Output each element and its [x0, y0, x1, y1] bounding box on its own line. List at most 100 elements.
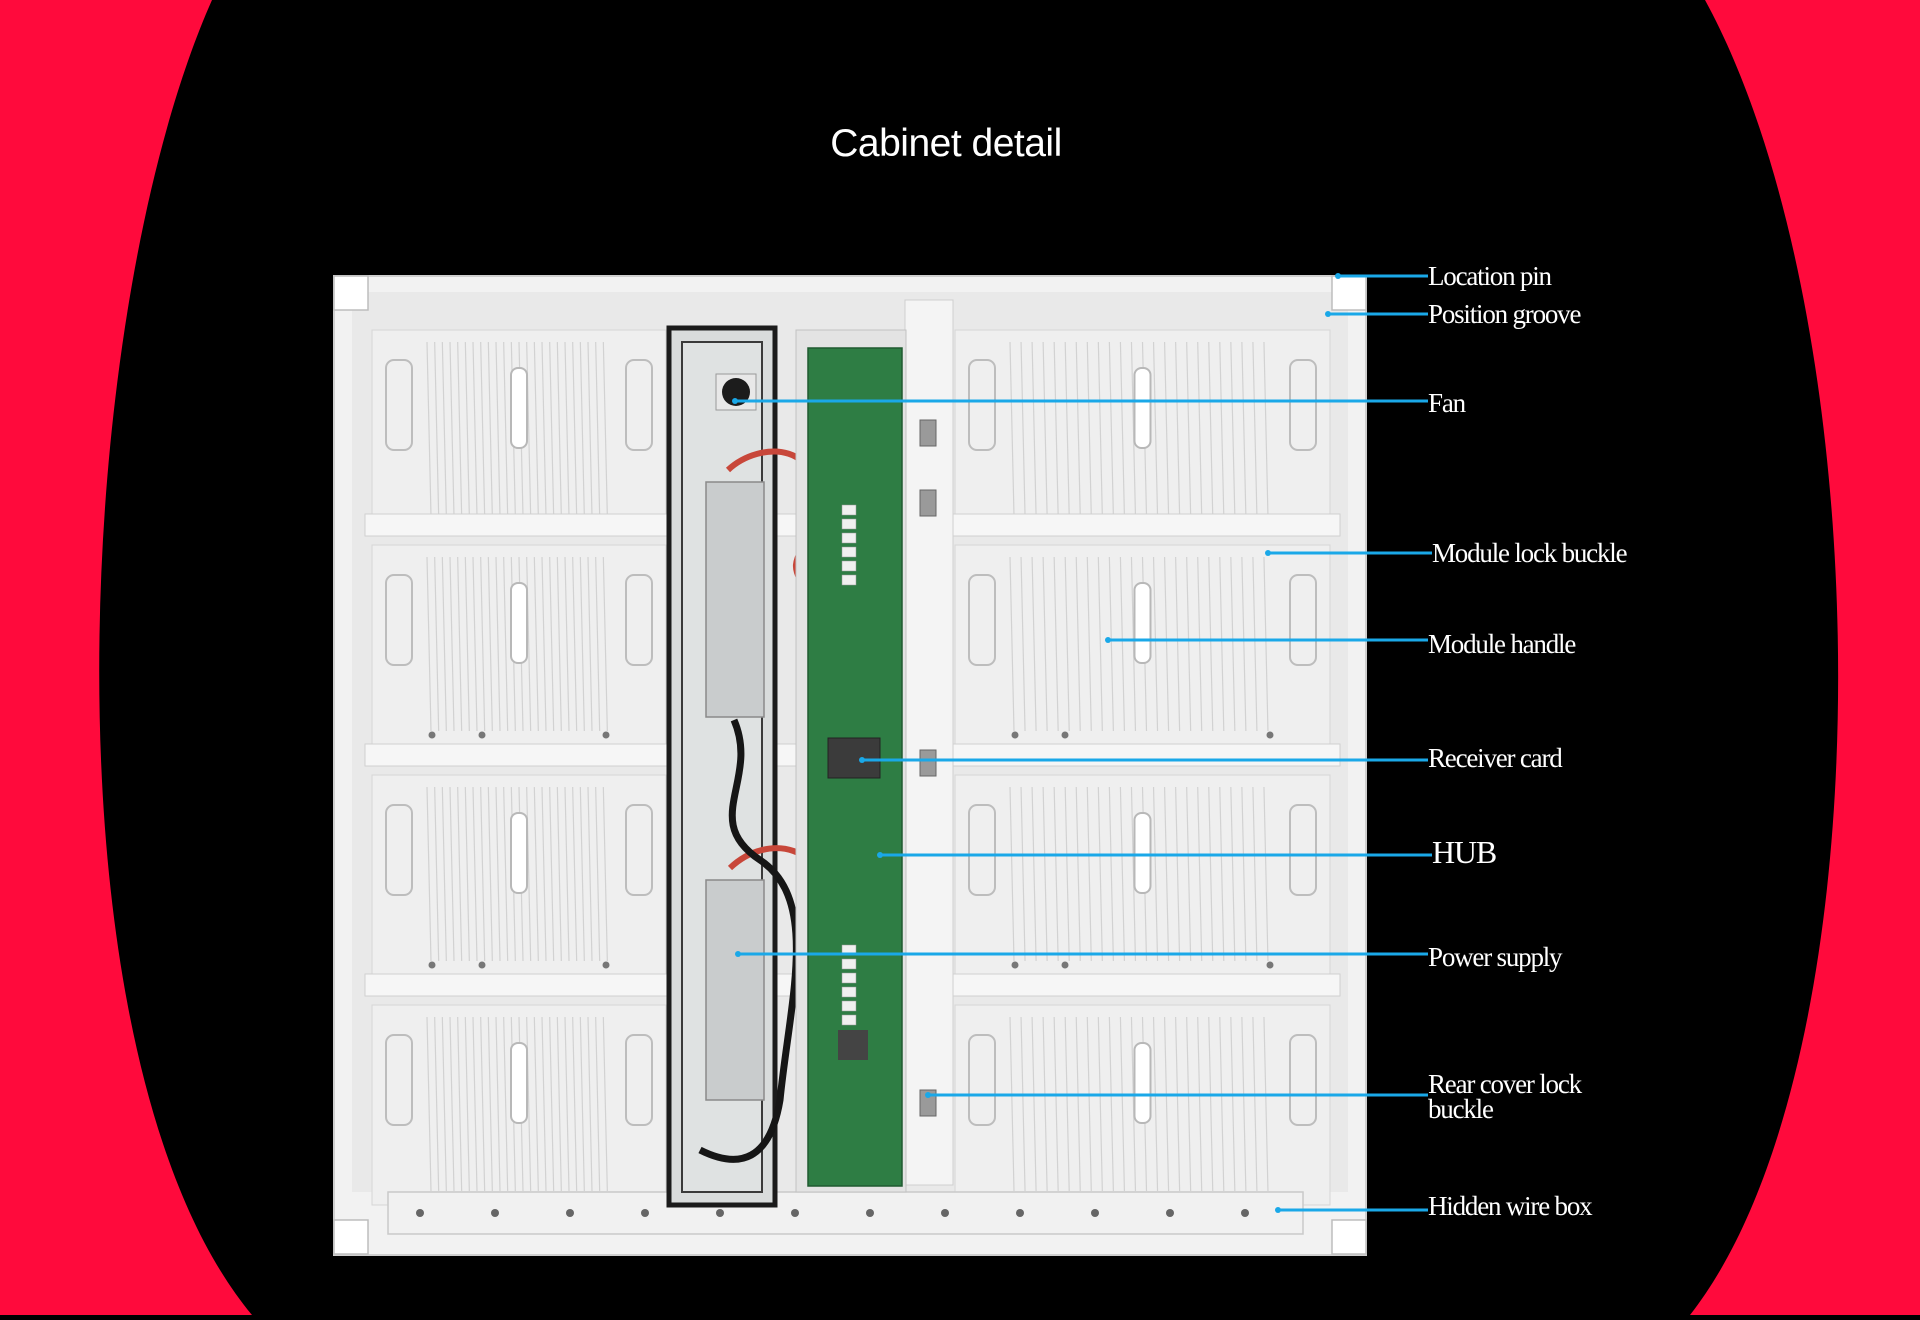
callout-label-power-supply: Power supply	[1428, 942, 1563, 972]
module-rib	[434, 1016, 440, 1192]
module-rib	[1152, 341, 1159, 517]
module-rib	[503, 341, 509, 517]
module-rib	[1219, 1016, 1225, 1192]
module-rib	[449, 786, 455, 962]
module-rib	[556, 1016, 562, 1192]
module-rib	[441, 1016, 447, 1192]
red-arc-right	[1690, 0, 1920, 1315]
module-rib	[1197, 1016, 1203, 1192]
callout-label-module-handle: Module handle	[1428, 629, 1576, 659]
module-rib	[1263, 786, 1269, 962]
module-rib	[1009, 786, 1015, 962]
module-rib	[1152, 786, 1159, 962]
module-rib	[1208, 341, 1214, 517]
module-rib	[495, 1016, 501, 1192]
module-rib	[1252, 786, 1258, 962]
module-side-slot	[385, 1034, 413, 1126]
module-rib	[449, 556, 455, 732]
leader-dot	[1275, 1207, 1281, 1213]
module-rib	[449, 341, 455, 517]
page-title: Cabinet detail	[830, 122, 1062, 165]
module-rib	[1031, 1016, 1037, 1192]
module-rib	[457, 786, 463, 962]
module-handle	[510, 367, 528, 449]
module-side-slot	[385, 574, 413, 666]
module-rib	[1175, 341, 1181, 517]
module-bay	[371, 544, 667, 746]
module-rib	[1119, 556, 1126, 732]
screw	[602, 731, 610, 739]
pcb-connector	[841, 504, 857, 516]
rear-cover-lock-buckle	[919, 489, 937, 517]
pcb-connector	[841, 1000, 857, 1012]
module-rib	[602, 341, 608, 517]
module-side-slot	[968, 1034, 996, 1126]
module-rib	[1053, 341, 1059, 517]
module-rib	[526, 786, 532, 962]
corner-bracket	[1331, 275, 1367, 311]
wire-box-hole	[1016, 1209, 1024, 1217]
module-rib	[426, 1016, 432, 1192]
callout-label-location-pin: Location pin	[1428, 261, 1552, 291]
module-rib	[487, 786, 493, 962]
module-rib	[503, 556, 509, 732]
leader-dot	[1335, 273, 1341, 279]
module-side-slot	[385, 359, 413, 451]
module-rib	[1152, 1016, 1159, 1192]
module-rib	[472, 556, 478, 732]
module-handle	[1133, 812, 1152, 894]
module-rib	[1031, 786, 1037, 962]
module-rib	[1230, 341, 1236, 517]
module-rib	[449, 1016, 455, 1192]
module-side-slot	[625, 359, 653, 451]
module-rib	[1020, 341, 1026, 517]
module-bay	[371, 774, 667, 976]
leader-dot	[925, 1092, 931, 1098]
module-rib	[1053, 556, 1059, 732]
module-side-slot	[625, 804, 653, 896]
module-rib	[1075, 556, 1081, 732]
module-rib	[587, 341, 593, 517]
module-rib	[1163, 1016, 1170, 1192]
module-rib	[1119, 786, 1126, 962]
module-rib	[1130, 786, 1137, 962]
module-rib	[579, 1016, 585, 1192]
power-supply-unit	[705, 879, 765, 1101]
module-rib	[1086, 1016, 1092, 1192]
module-side-slot	[1289, 804, 1317, 896]
module-rib	[1241, 556, 1247, 732]
module-rib	[1219, 786, 1225, 962]
module-rib	[1241, 341, 1247, 517]
module-rib	[1241, 786, 1247, 962]
leader-dot	[859, 757, 865, 763]
module-rib	[1241, 1016, 1247, 1192]
module-side-slot	[968, 574, 996, 666]
pcb-connector	[841, 972, 857, 984]
screw	[478, 731, 486, 739]
leader-dot	[1105, 637, 1111, 643]
module-rib	[1042, 786, 1048, 962]
module-rib	[556, 341, 562, 517]
module-rib	[1086, 556, 1092, 732]
module-rib	[487, 556, 493, 732]
module-handle	[1133, 1042, 1152, 1124]
wire-box-hole	[1166, 1209, 1174, 1217]
module-rib	[1075, 786, 1081, 962]
module-rib	[564, 1016, 570, 1192]
module-side-slot	[968, 359, 996, 451]
module-rib	[595, 341, 601, 517]
module-rib	[1163, 786, 1170, 962]
module-rib	[1208, 1016, 1214, 1192]
module-rib	[541, 556, 547, 732]
module-rib	[1075, 1016, 1081, 1192]
module-rib	[587, 556, 593, 732]
module-bay	[371, 329, 667, 531]
module-rib	[1130, 341, 1137, 517]
module-rib	[572, 786, 578, 962]
pcb-chip	[838, 1030, 868, 1060]
screw	[428, 961, 436, 969]
callout-label-position-groove: Position groove	[1428, 299, 1581, 329]
pcb-connector	[841, 518, 857, 530]
module-rib	[1009, 341, 1015, 517]
module-rib	[549, 556, 555, 732]
